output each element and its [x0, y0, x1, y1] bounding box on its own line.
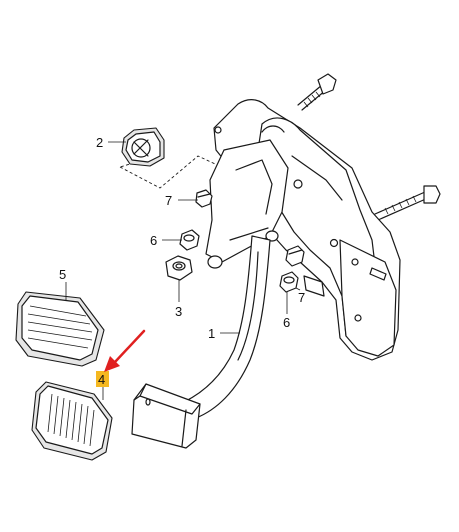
nut-6-left [179, 229, 200, 251]
callout-7-right: 7 [298, 290, 305, 305]
callout-2: 2 [96, 135, 103, 150]
part-4-pad [31, 381, 113, 461]
callout-3: 3 [175, 304, 182, 319]
nut-3 [165, 255, 193, 281]
red-arrow [104, 329, 146, 372]
pivot-bracket [205, 139, 289, 269]
nut-7-right [285, 245, 305, 267]
leader-lines [65, 141, 301, 400]
part-5-pad [15, 291, 105, 367]
guide-dashed-lines [119, 155, 229, 189]
bolt-top [297, 73, 337, 111]
bolt-right [374, 185, 441, 221]
callout-5: 5 [59, 267, 66, 282]
callout-4: 4 [98, 372, 105, 387]
nut-6-right [279, 271, 299, 293]
callout-6-right: 6 [283, 315, 290, 330]
callout-7-upper: 7 [165, 193, 172, 208]
callout-6-left: 6 [150, 233, 157, 248]
callout-1: 1 [208, 326, 215, 341]
pedal-arm [183, 235, 271, 419]
pedal-pad-mount [131, 383, 201, 449]
part-2-sensor [121, 127, 165, 167]
highlight-box [96, 371, 109, 387]
nut-7-upper [195, 189, 213, 208]
